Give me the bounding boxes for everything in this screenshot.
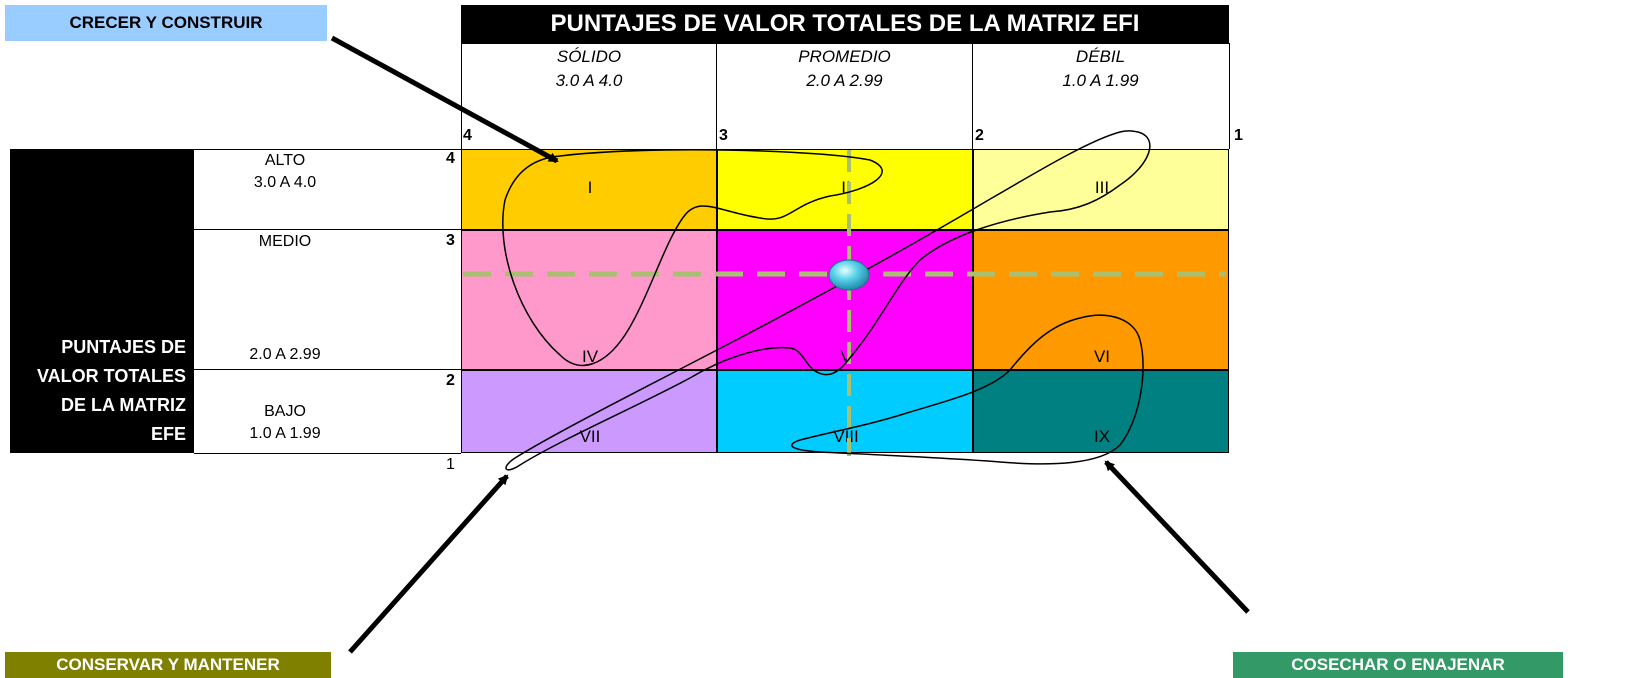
cell-numeral: IX bbox=[1093, 427, 1111, 446]
hold-region-outline bbox=[505, 130, 1151, 471]
efe-row-high: ALTO 3.0 A 4.0 bbox=[230, 150, 340, 194]
efi-column-average-range: 2.0 A 2.99 bbox=[806, 71, 883, 90]
hold-and-maintain-label: CONSERVAR Y MANTENER bbox=[5, 652, 331, 678]
cell-numeral: V bbox=[840, 347, 852, 366]
efe-title-line-3: DE LA MATRIZ bbox=[61, 395, 186, 415]
efi-tick-1: 1 bbox=[1234, 127, 1243, 144]
matrix-cell-iii: III bbox=[973, 149, 1229, 230]
efi-column-strong-name: SÓLIDO bbox=[556, 47, 622, 66]
grow-arrow bbox=[330, 35, 559, 164]
efi-tick-3: 3 bbox=[719, 127, 728, 144]
efe-tick-2: 2 bbox=[446, 372, 455, 389]
efi-header-box bbox=[461, 43, 1230, 149]
harvest-region-outline bbox=[791, 314, 1144, 465]
efe-row-low: BAJO 1.0 A 1.99 bbox=[230, 401, 340, 445]
efe-row-low-name: BAJO bbox=[264, 403, 306, 420]
matrix-cell-ix: IX bbox=[973, 370, 1229, 453]
cell-numeral: VIII bbox=[833, 427, 859, 446]
efe-title-line-1: PUNTAJES DE bbox=[61, 337, 186, 357]
efi-column-average-name: PROMEDIO bbox=[798, 47, 891, 66]
efe-row-medium-name: MEDIO bbox=[258, 233, 312, 250]
matrix-cell-i: I bbox=[461, 149, 717, 230]
efe-row-divider-1 bbox=[194, 229, 461, 230]
efe-row-labels-box bbox=[194, 149, 461, 454]
efi-column-average: PROMEDIO 2.0 A 2.99 bbox=[717, 45, 972, 93]
efe-row-medium-range: 2.0 A 2.99 bbox=[249, 346, 321, 363]
efi-header-divider-1 bbox=[716, 43, 717, 149]
cell-numeral: VII bbox=[579, 427, 601, 446]
efe-row-high-name: ALTO bbox=[264, 152, 306, 169]
matrix-cell-vii: VII bbox=[461, 370, 717, 453]
efe-row-low-range: 1.0 A 1.99 bbox=[249, 425, 321, 442]
efe-tick-4: 4 bbox=[446, 150, 455, 167]
efe-title: PUNTAJES DE VALOR TOTALES DE LA MATRIZ E… bbox=[10, 149, 194, 453]
cell-numeral: IV bbox=[581, 347, 599, 366]
efi-tick-4: 4 bbox=[463, 127, 472, 144]
harvest-arrow bbox=[1104, 460, 1250, 614]
efi-column-weak-name: DÉBIL bbox=[1075, 47, 1126, 66]
efi-header-divider-2 bbox=[972, 43, 973, 149]
efi-column-weak: DÉBIL 1.0 A 1.99 bbox=[973, 45, 1228, 93]
position-marker bbox=[828, 259, 870, 291]
efe-title-line-4: EFE bbox=[150, 424, 186, 444]
efe-row-divider-2 bbox=[194, 369, 461, 370]
efi-column-strong-range: 3.0 A 4.0 bbox=[555, 71, 623, 90]
efi-tick-2: 2 bbox=[975, 127, 984, 144]
cell-numeral: VI bbox=[1093, 347, 1111, 366]
matrix-cell-viii: VIII bbox=[717, 370, 973, 453]
cell-numeral: III bbox=[1094, 178, 1110, 197]
hold-arrow bbox=[348, 474, 509, 654]
efe-tick-1: 1 bbox=[446, 456, 455, 473]
matrix-cell-ii: II bbox=[717, 149, 973, 230]
grow-region-outline bbox=[502, 149, 883, 366]
grow-and-build-label: CRECER Y CONSTRUIR bbox=[5, 5, 327, 41]
efi-column-strong: SÓLIDO 3.0 A 4.0 bbox=[462, 45, 716, 93]
efi-column-weak-range: 1.0 A 1.99 bbox=[1062, 71, 1139, 90]
efi-title: PUNTAJES DE VALOR TOTALES DE LA MATRIZ E… bbox=[461, 5, 1229, 43]
cell-numeral: II bbox=[841, 178, 851, 197]
efe-row-high-range: 3.0 A 4.0 bbox=[253, 174, 317, 191]
efe-tick-3: 3 bbox=[446, 232, 455, 249]
harvest-or-divest-label: COSECHAR O ENAJENAR bbox=[1233, 652, 1563, 678]
matrix-cell-iv: IV bbox=[461, 230, 717, 370]
matrix-cell-v: V bbox=[717, 230, 973, 370]
efe-title-line-2: VALOR TOTALES bbox=[36, 366, 186, 386]
cell-numeral: I bbox=[587, 178, 593, 197]
matrix-cell-vi: VI bbox=[973, 230, 1229, 370]
